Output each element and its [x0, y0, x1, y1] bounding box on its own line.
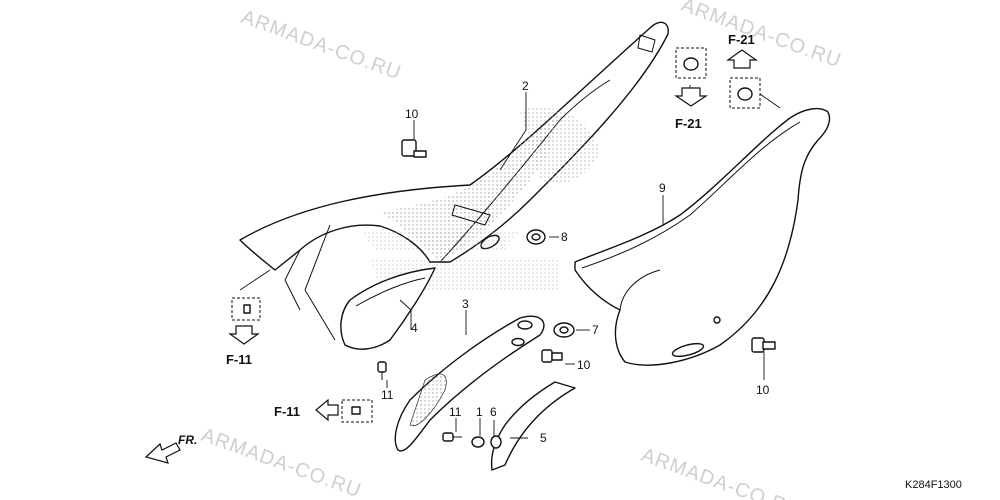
diagram-code: K284F1300 — [905, 479, 962, 491]
callout-10-top: 10 — [405, 107, 419, 121]
callout-10-middle: 10 — [577, 358, 591, 372]
front-label: FR. — [178, 433, 197, 447]
callout-11-left: 11 — [381, 388, 394, 402]
bolt-10-top — [401, 139, 427, 158]
callout-10-right: 10 — [756, 383, 770, 397]
callout-7: 7 — [592, 323, 599, 337]
ref-box-f21-right — [729, 77, 761, 109]
ref-box-f21-upper — [675, 47, 707, 79]
screw-11-left — [377, 361, 387, 380]
ref-f21-right: F-21 — [726, 32, 781, 109]
ref-f11-left: F-11 — [226, 297, 261, 367]
ref-f21-top: F-21 — [674, 47, 708, 131]
leader-lines — [239, 85, 765, 439]
callout-1: 1 — [476, 405, 483, 419]
washer-7 — [553, 322, 575, 338]
part-9-side-number-plate — [574, 107, 831, 366]
bolt-10-right — [751, 337, 776, 353]
collar-6 — [490, 435, 502, 449]
ref-label-f11-middle: F-11 — [274, 404, 300, 419]
ref-f11-middle: F-11 — [274, 398, 373, 423]
part-3-lower-cover — [394, 315, 545, 452]
watermark-top-right: ARMADA-CO.RU — [678, 0, 844, 72]
watermark-bottom-left: ARMADA-CO.RU — [198, 424, 364, 500]
watermark-bottom-right: ARMADA-CO.RU — [638, 444, 804, 500]
watermark-top-left: ARMADA-CO.RU — [238, 6, 404, 84]
grommet-8 — [526, 229, 546, 245]
callout-6: 6 — [490, 405, 497, 419]
arrow-down-icon — [228, 325, 260, 345]
ref-label-f21-right: F-21 — [728, 32, 755, 47]
ref-label-f21-left: F-21 — [675, 116, 702, 131]
front-arrow-icon — [144, 442, 181, 464]
callout-4: 4 — [411, 321, 418, 335]
callout-2: 2 — [522, 79, 529, 93]
arrow-left-icon — [315, 398, 339, 422]
callout-9: 9 — [659, 181, 666, 195]
callout-8: 8 — [561, 230, 568, 244]
ref-box-f11-middle — [341, 399, 373, 423]
part-4-inner-cover — [340, 267, 436, 350]
callout-11-bottom: 11 — [449, 405, 462, 419]
callout-3: 3 — [462, 297, 469, 311]
bolt-10-middle — [541, 349, 563, 363]
arrow-up-icon — [726, 49, 758, 69]
clip-1 — [471, 436, 485, 448]
part-5-bracket — [490, 381, 576, 471]
front-direction-indicator: FR. — [144, 433, 197, 464]
ref-label-f11-left: F-11 — [226, 352, 252, 367]
screw-11-bottom — [442, 432, 462, 442]
wing-logo-decal — [360, 230, 560, 290]
callout-labels: 2 10 9 8 3 4 7 10 10 11 11 1 6 5 — [381, 79, 770, 445]
callout-5: 5 — [540, 431, 547, 445]
arrow-down-icon — [674, 87, 708, 107]
